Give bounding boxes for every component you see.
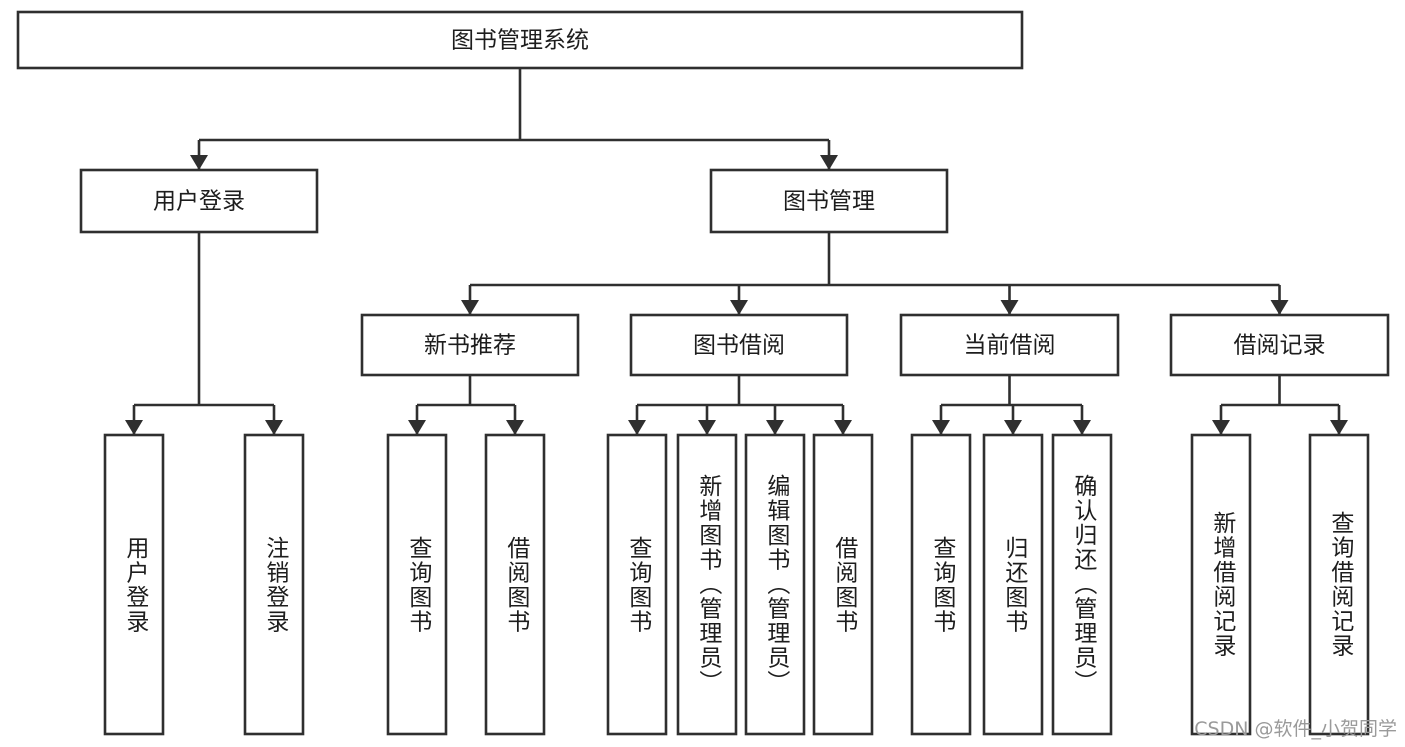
node-box-leaf-query-record[interactable] [1308, 433, 1370, 736]
node-box-leaf-borrow-book-1[interactable] [484, 433, 546, 736]
node-label-leaf-add-book: 新增图书（管理员） [694, 474, 721, 695]
arrow-head-icon [628, 420, 646, 435]
arrow-head-icon [820, 155, 838, 170]
arrow-head-icon [1004, 420, 1022, 435]
node-label-leaf-user-login: 用户登录 [121, 535, 148, 634]
node-label-leaf-query-book-3: 查询图书 [928, 535, 955, 634]
node-box-leaf-edit-book[interactable] [744, 433, 806, 736]
node-label-leaf-query-book-2: 查询图书 [624, 535, 651, 634]
arrow-head-icon [1212, 420, 1230, 435]
arrow-head-icon [766, 420, 784, 435]
node-box-l3-borrow-record[interactable] [1169, 313, 1390, 377]
arrow-head-icon [190, 155, 208, 170]
node-label-leaf-borrow-book-2: 借阅图书 [830, 535, 857, 634]
node-box-leaf-logout[interactable] [243, 433, 305, 736]
watermark-text: CSDN @软件_小贺同学 [1194, 718, 1397, 740]
node-box-leaf-query-book-2[interactable] [606, 433, 668, 736]
node-label-leaf-return-book: 归还图书 [1000, 535, 1027, 634]
node-box-l2-book-manage[interactable] [709, 168, 949, 234]
node-box-l3-new-book-rec[interactable] [360, 313, 580, 377]
node-label-leaf-borrow-book-1: 借阅图书 [502, 535, 529, 634]
arrow-head-icon [125, 420, 143, 435]
node-box-leaf-add-record[interactable] [1190, 433, 1252, 736]
arrow-head-icon [506, 420, 524, 435]
node-label-root: 图书管理系统 [451, 28, 589, 54]
node-box-leaf-query-book-3[interactable] [910, 433, 972, 736]
node-box-leaf-confirm-return[interactable] [1051, 433, 1113, 736]
node-box-l2-user-login[interactable] [79, 168, 319, 234]
node-label-l3-new-book-rec: 新书推荐 [424, 333, 516, 359]
arrow-head-icon [408, 420, 426, 435]
node-label-leaf-query-record: 查询借阅记录 [1326, 511, 1353, 658]
arrow-head-icon [1330, 420, 1348, 435]
node-label-l3-current-borrow: 当前借阅 [964, 333, 1056, 359]
arrow-head-icon [834, 420, 852, 435]
arrow-head-icon [932, 420, 950, 435]
arrow-head-icon [730, 300, 748, 315]
node-box-leaf-return-book[interactable] [982, 433, 1044, 736]
box-layer [16, 10, 1390, 736]
node-box-root[interactable] [16, 10, 1024, 70]
arrow-head-icon [461, 300, 479, 315]
node-label-l3-borrow-record: 借阅记录 [1234, 333, 1326, 359]
node-label-leaf-confirm-return: 确认归还（管理员） [1069, 474, 1096, 695]
node-label-l2-user-login: 用户登录 [153, 189, 245, 215]
node-box-leaf-borrow-book-2[interactable] [812, 433, 874, 736]
node-label-leaf-edit-book: 编辑图书（管理员） [762, 474, 789, 695]
node-label-l3-book-borrow: 图书借阅 [693, 333, 785, 359]
node-box-leaf-add-book[interactable] [676, 433, 738, 736]
arrow-head-icon [1270, 300, 1289, 315]
connector-layer [125, 68, 1348, 435]
arrow-head-icon [265, 420, 283, 435]
node-label-leaf-logout: 注销登录 [261, 535, 288, 634]
node-box-l3-book-borrow[interactable] [629, 313, 849, 377]
node-label-l2-book-manage: 图书管理 [783, 189, 875, 215]
node-label-leaf-query-book-1: 查询图书 [404, 535, 431, 634]
node-label-leaf-add-record: 新增借阅记录 [1208, 511, 1235, 658]
node-box-leaf-query-book-1[interactable] [386, 433, 448, 736]
node-box-l3-current-borrow[interactable] [899, 313, 1120, 377]
node-box-leaf-user-login[interactable] [103, 433, 165, 736]
arrow-head-icon [698, 420, 716, 435]
arrow-head-icon [1073, 420, 1091, 435]
arrow-head-icon [1000, 300, 1019, 315]
